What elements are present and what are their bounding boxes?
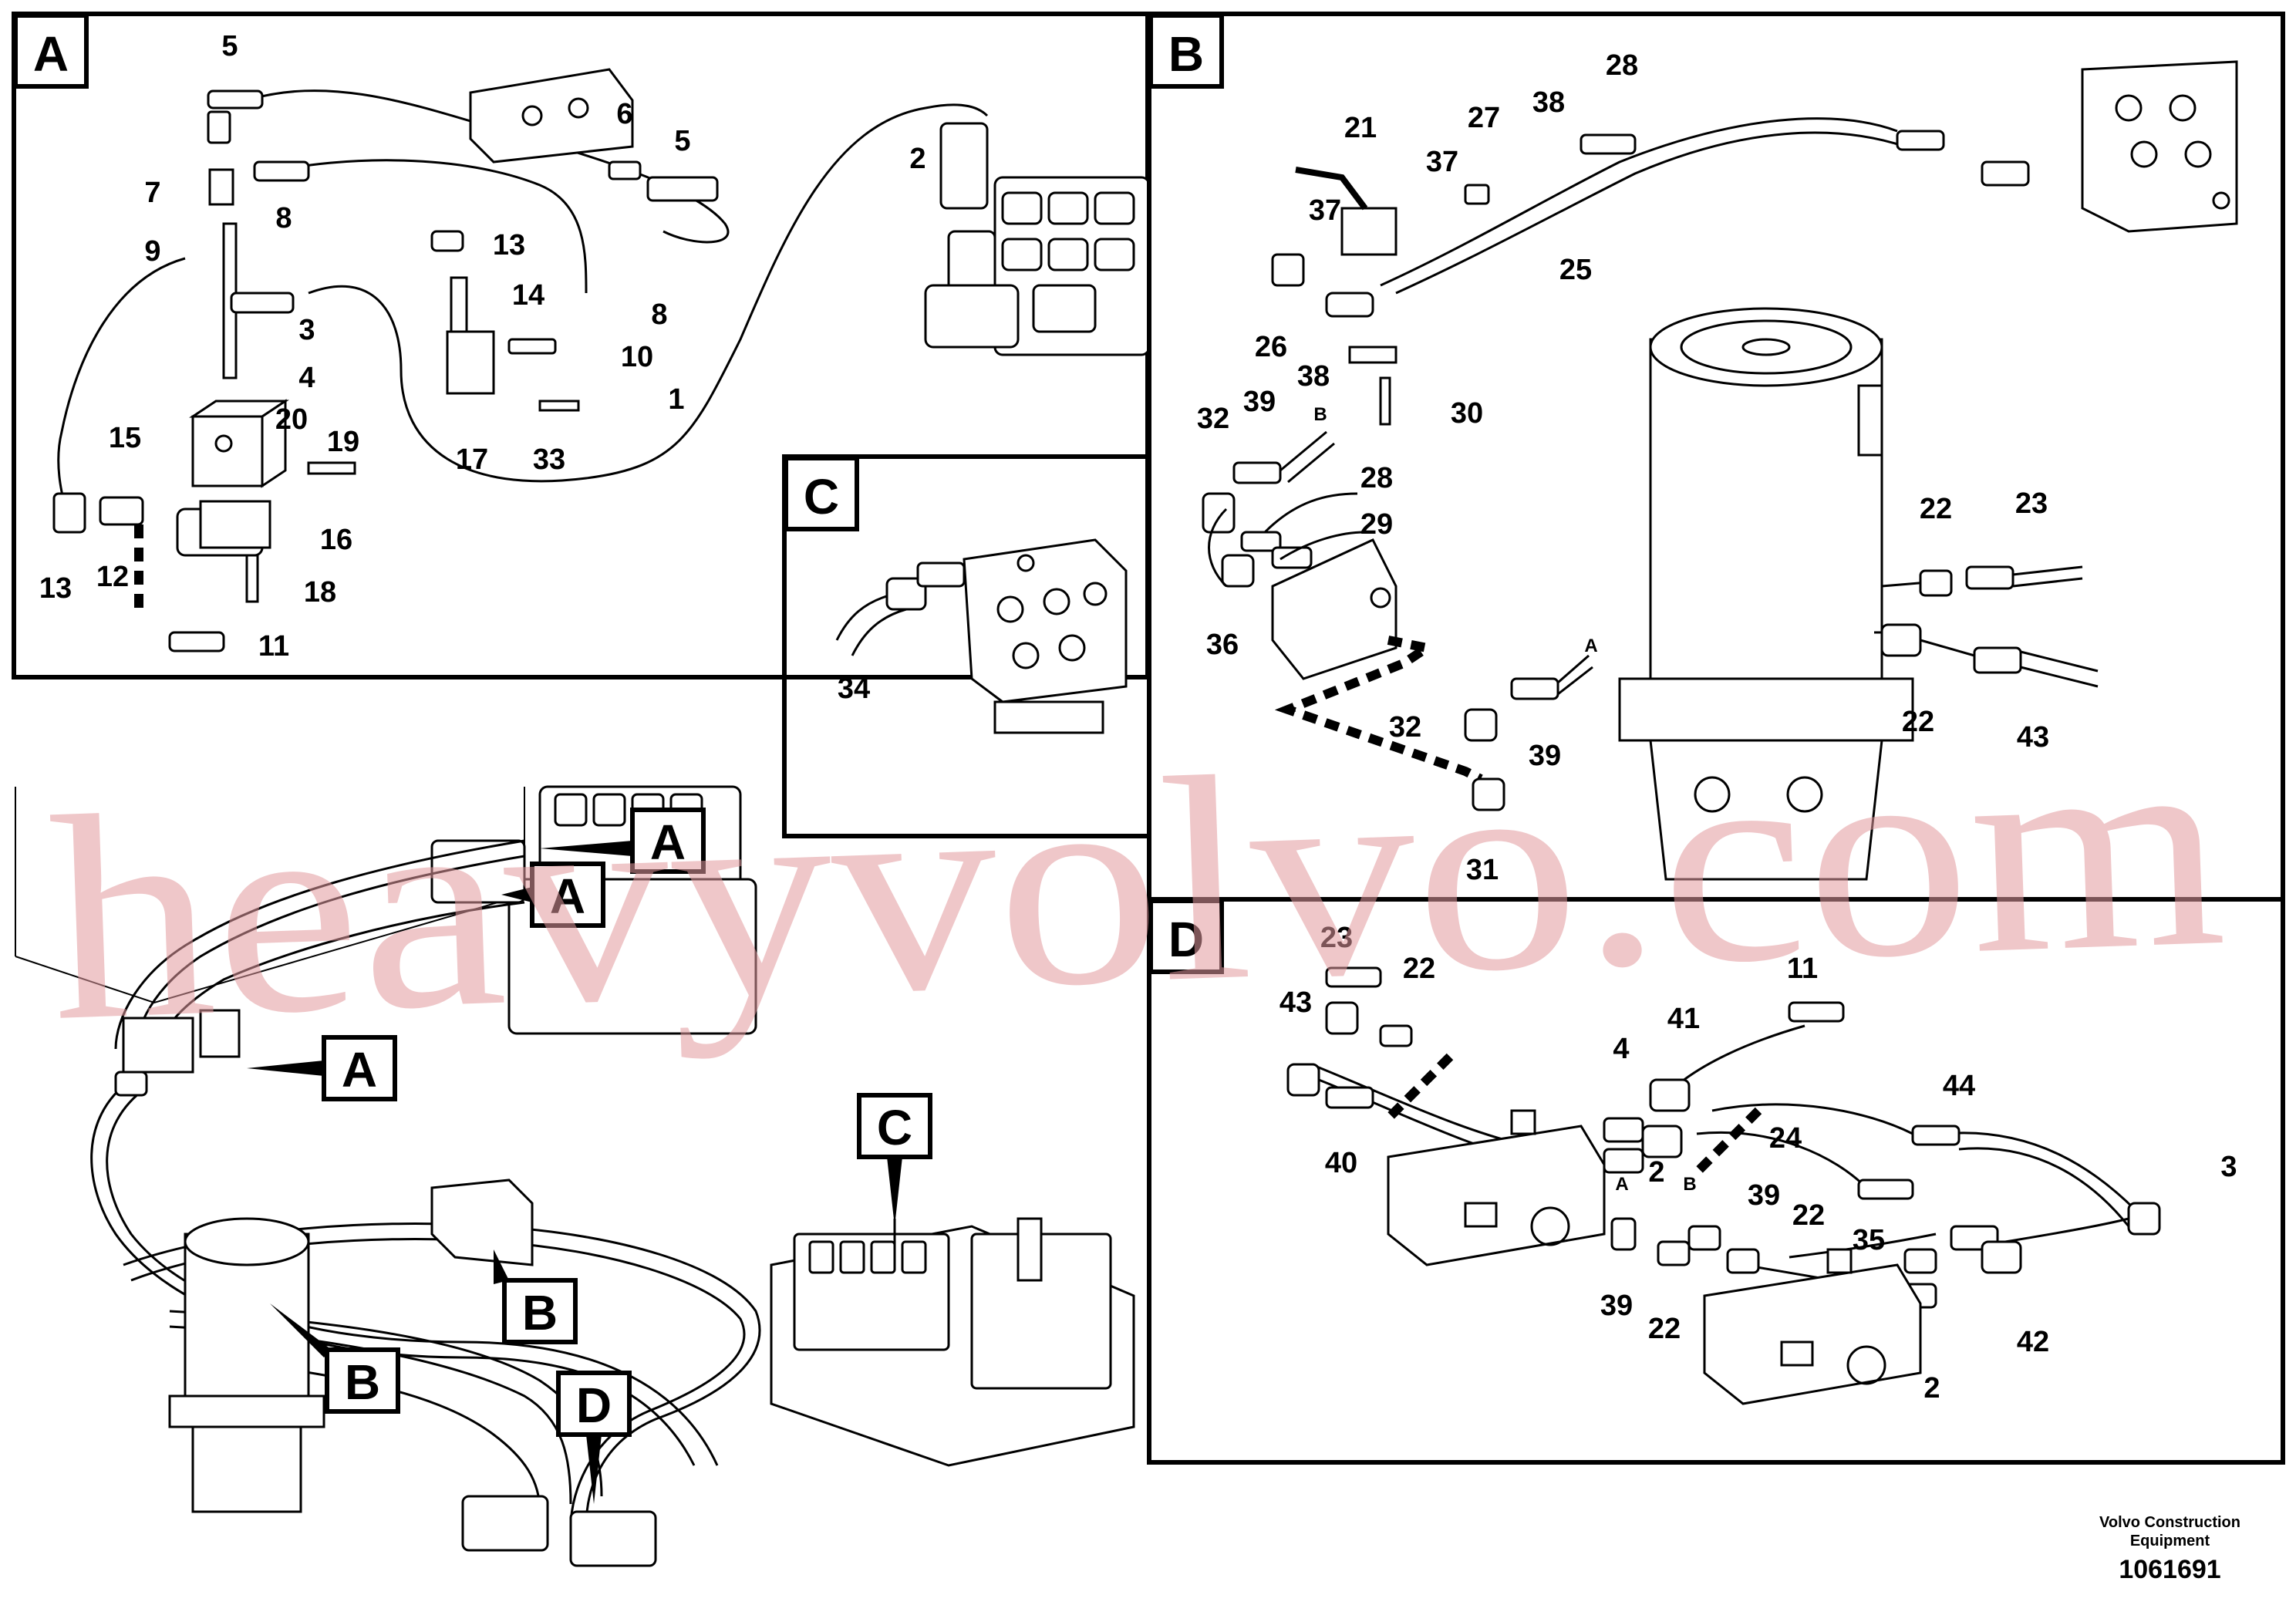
callout: 9 [144,235,160,268]
svg-text:B: B [522,1285,558,1340]
callout: 4 [298,362,315,394]
callout: 30 [1451,397,1483,430]
svg-text:B: B [345,1354,380,1410]
overview-marker-d: D [556,1371,632,1504]
callout: 39 [1748,1179,1780,1212]
panel-b-label: B [1168,26,1204,82]
callout: 16 [320,524,352,556]
callout: 15 [109,422,141,454]
callout: 26 [1255,331,1287,363]
panel-b: B [1147,12,2285,902]
callout: 35 [1853,1224,1885,1256]
overview-marker-b2: B [270,1303,400,1414]
overview-marker-a1: A [540,808,706,874]
panel-c: C 34 [782,454,1151,838]
watermark-text: heavyvolvo.com [45,682,2230,1082]
callout: 39 [1600,1290,1633,1322]
callout: 3 [2220,1151,2237,1183]
callout: 28 [1606,49,1638,82]
callout: A [1615,1174,1628,1195]
callout: 13 [493,229,525,261]
callout: 39 [1243,386,1276,418]
callout: 19 [327,426,359,458]
callout: A [1584,636,1597,656]
panel-c-label: C [804,469,839,524]
callout: 40 [1325,1147,1357,1179]
overview-marker-a2: A [501,862,605,928]
overview-marker-b1: B [494,1249,578,1344]
callout: 11 [1787,953,1818,985]
callout: 36 [1206,629,1239,661]
document-number: 1061691 [2119,1555,2221,1584]
callout: 27 [1468,102,1500,134]
callout: 34 [838,673,870,705]
callout: 7 [144,177,160,209]
callout: 17 [456,443,488,476]
callout: 33 [533,443,565,476]
callout: 5 [221,30,238,62]
callout: 38 [1297,360,1330,393]
panel-a: A [12,12,1151,679]
callout: 8 [651,298,667,331]
callout: 32 [1389,711,1421,744]
callout: 44 [1943,1070,1975,1102]
callout: 23 [2015,487,2048,520]
callout: 18 [304,576,336,609]
callout: 39 [1529,740,1561,772]
callout: 2 [1923,1372,1940,1404]
svg-text:A: A [342,1042,377,1098]
callout: 2 [1648,1156,1664,1189]
callout: 5 [674,125,690,157]
callout: 22 [1648,1313,1681,1345]
callout: 22 [1902,706,1934,738]
callout: 25 [1559,254,1592,286]
callout: 3 [298,314,315,346]
callout: 6 [616,98,632,130]
callout: 28 [1360,462,1393,494]
svg-text:A: A [550,868,585,924]
callout: 22 [1920,493,1952,525]
callout: 41 [1667,1003,1700,1035]
overview-marker-a3: A [247,1035,397,1101]
callout: 2 [909,143,925,175]
callout: 37 [1426,146,1458,178]
callout: 8 [275,202,292,234]
callout: 20 [275,403,308,436]
panel-d-label: D [1168,912,1204,967]
callout: B [1313,404,1327,425]
callout: 43 [1279,986,1312,1019]
panel-d: D [1147,897,2285,1465]
callout: 37 [1309,194,1341,227]
callout: 10 [621,341,653,373]
svg-text:A: A [650,814,686,870]
callout: 12 [96,561,129,593]
svg-text:D: D [576,1378,612,1433]
panel-a-label: A [33,26,69,82]
callout: 14 [512,279,544,312]
callout: 22 [1403,953,1435,985]
callout: 22 [1792,1199,1825,1232]
callout: 42 [2017,1326,2049,1358]
overview-marker-c: C [857,1093,932,1226]
callout: 1 [668,383,684,416]
callout: 11 [258,630,289,663]
callout: 23 [1320,922,1353,954]
callout: 21 [1344,112,1377,144]
callout: 24 [1769,1122,1802,1155]
callout: 29 [1360,508,1393,541]
callout: 4 [1613,1033,1629,1065]
callout: 43 [2017,721,2049,754]
callout: B [1683,1174,1696,1195]
callout: 32 [1197,403,1229,435]
footer: Volvo Construction Equipment 1061691 [2099,1513,2240,1585]
callout: 31 [1466,854,1499,886]
callout: 38 [1532,86,1565,119]
manufacturer-name: Volvo Construction Equipment [2099,1514,2240,1549]
svg-text:C: C [877,1100,912,1155]
overview-machine: A A A C B B D [15,785,1135,1567]
callout: 13 [39,572,72,605]
